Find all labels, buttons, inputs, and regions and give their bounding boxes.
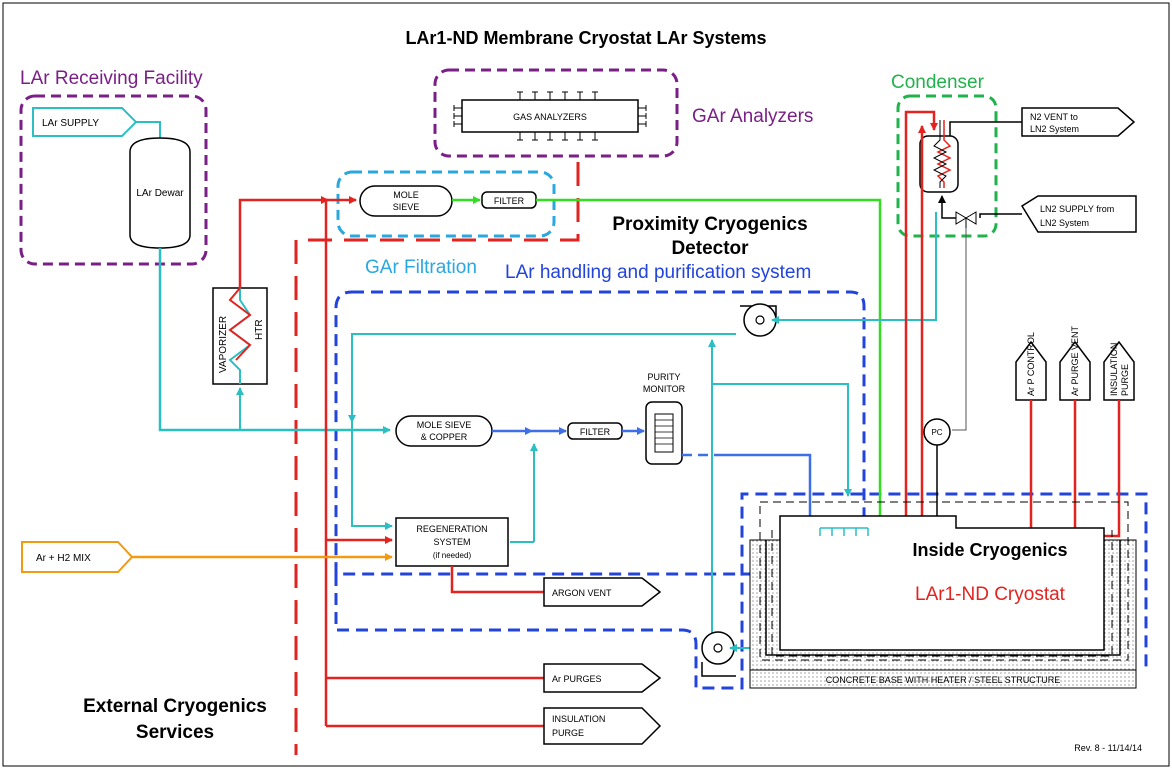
cryostat-inner-wall <box>765 540 1121 656</box>
gar-analyzers-label: GAr Analyzers <box>692 106 813 127</box>
insulation-purge-vent-tag <box>1103 340 1135 401</box>
boiloff-to-condenser-pipe <box>904 110 938 530</box>
mole-sieve-copper-label-1: MOLE SIEVE <box>417 420 472 430</box>
purified-gar-to-cryostat-pipe <box>536 198 884 637</box>
condenser-zone <box>896 94 998 238</box>
lar-filter-label: FILTER <box>580 427 611 437</box>
mole-sieve-label-2: SIEVE <box>393 202 420 212</box>
insulation-purge-v-label-2: PURGE <box>1120 364 1130 396</box>
ln2-supply-tag <box>1020 195 1137 233</box>
lar-supply-label: LAr SUPPLY <box>42 118 99 129</box>
heater-coil <box>228 287 252 361</box>
lar-handling-label: LAr handling and purification system <box>505 262 811 283</box>
n2-vent-tag <box>1021 107 1136 137</box>
purity-monitor-insert <box>654 413 674 453</box>
cryostat-label: LAr1-ND Cryostat <box>915 584 1066 605</box>
ar-purges-label: Ar PURGES <box>552 674 602 684</box>
gar-filtration-zone <box>336 170 556 238</box>
diagram-title: LAr1-ND Membrane Cryostat LAr Systems <box>405 28 766 48</box>
ar-p-control-label: Ar P CONTROL <box>1026 332 1036 396</box>
ar-h2-mix-tag <box>21 541 134 573</box>
insulation-purge-out-label-1: INSULATION <box>552 714 605 724</box>
vaporizer-label: VAPORIZER <box>218 316 229 373</box>
condenser-return-pipe <box>862 212 937 321</box>
external-services-label-2: Services <box>136 722 214 743</box>
condenser-coil-n2 <box>932 120 948 188</box>
n2-vent-label-2: LN2 System <box>1030 124 1079 134</box>
n2-vent-label-1: N2 VENT to <box>1030 112 1078 122</box>
regen-label-2: SYSTEM <box>433 537 470 547</box>
ln2-supply-label-2: LN2 System <box>1040 218 1089 228</box>
purity-monitor-label-1: PURITY <box>647 372 680 382</box>
lar-supply-pipe <box>136 121 161 138</box>
lar-handling-zone-extension <box>334 492 1148 690</box>
inside-cryogenics-label: Inside Cryogenics <box>912 540 1067 560</box>
lar-return-to-spray <box>712 383 852 497</box>
ar-h2-mix-label: Ar + H2 MIX <box>36 553 91 564</box>
htr-label: HTR <box>254 319 265 340</box>
insulation-purge-out-label-2: PURGE <box>552 728 584 738</box>
concrete-base-label: CONCRETE BASE WITH HEATER / STEEL STRUCT… <box>826 675 1061 685</box>
ln2-to-condenser-pipe <box>938 195 956 219</box>
ar-purge-vent-tag <box>1059 340 1091 401</box>
external-services-label-1: External Cryogenics <box>83 696 267 717</box>
mole-sieve-label-1: MOLE <box>393 190 419 200</box>
proximity-label-1: Proximity Cryogenics <box>612 214 807 235</box>
cryostat-membrane <box>779 515 1105 651</box>
lar-receiving-zone <box>19 94 208 266</box>
spray-bar <box>819 527 869 536</box>
insulation-purge-vent-pipe <box>1104 400 1121 538</box>
gar-filter-label: FILTER <box>494 196 525 206</box>
cryostat-outer-dashed <box>759 501 1129 661</box>
pc-label: PC <box>931 428 942 437</box>
lar-receiving-label: LAr Receiving Facility <box>20 68 203 89</box>
regen-feed-pipe <box>351 430 393 530</box>
ln2-supply-pipe <box>979 213 1022 218</box>
analyzer-sample-ports <box>453 91 647 141</box>
external-boundary-line <box>294 162 580 755</box>
regen-label-1: REGENERATION <box>416 524 487 534</box>
revision-label: Rev. 8 - 11/14/14 <box>1074 743 1142 753</box>
condenser-coil <box>936 120 952 188</box>
lar-dewar-tank <box>129 137 191 249</box>
purity-monitor-label-2: MONITOR <box>643 384 686 394</box>
proximity-label-2: Detector <box>671 238 749 259</box>
insulation-purge-tag <box>543 707 662 745</box>
gar-filtration-label: GAr Filtration <box>365 257 477 278</box>
ln2-supply-label-1: LN2 SUPPLY from <box>1040 204 1114 214</box>
lar-supply-tag <box>32 107 138 137</box>
pc-signal-line <box>952 228 967 431</box>
mole-sieve-copper-label-2: & COPPER <box>421 432 468 442</box>
regen-vent-pipe <box>450 566 544 594</box>
ar-purge-vent-label: Ar PURGE VENT <box>1070 325 1080 396</box>
vaporizer-box <box>212 287 268 385</box>
purity-monitor-plates <box>655 419 673 445</box>
lower-pump <box>701 631 736 677</box>
concrete-base <box>749 669 1137 689</box>
ar-purges-tag <box>543 663 662 693</box>
regen-label-3: (if needed) <box>433 551 472 560</box>
lar-dewar-label: LAr Dewar <box>136 188 184 199</box>
regeneration-system-box <box>395 517 509 567</box>
ar-p-control-tag <box>1015 340 1047 401</box>
insulation-purge-v-label-1: INSULATION <box>1109 343 1119 396</box>
upper-pump <box>740 303 777 337</box>
gas-analyzers-label: GAS ANALYZERS <box>513 112 587 122</box>
argon-vent-tag <box>543 577 662 607</box>
n2-vent-pipe <box>949 121 1022 136</box>
argon-vent-label: ARGON VENT <box>552 588 612 598</box>
vaporizer-outlet-pipe <box>238 196 329 288</box>
gar-analyzers-zone <box>433 68 679 158</box>
condenser-label: Condenser <box>891 72 985 93</box>
dewar-outlet-pipe <box>158 248 296 432</box>
